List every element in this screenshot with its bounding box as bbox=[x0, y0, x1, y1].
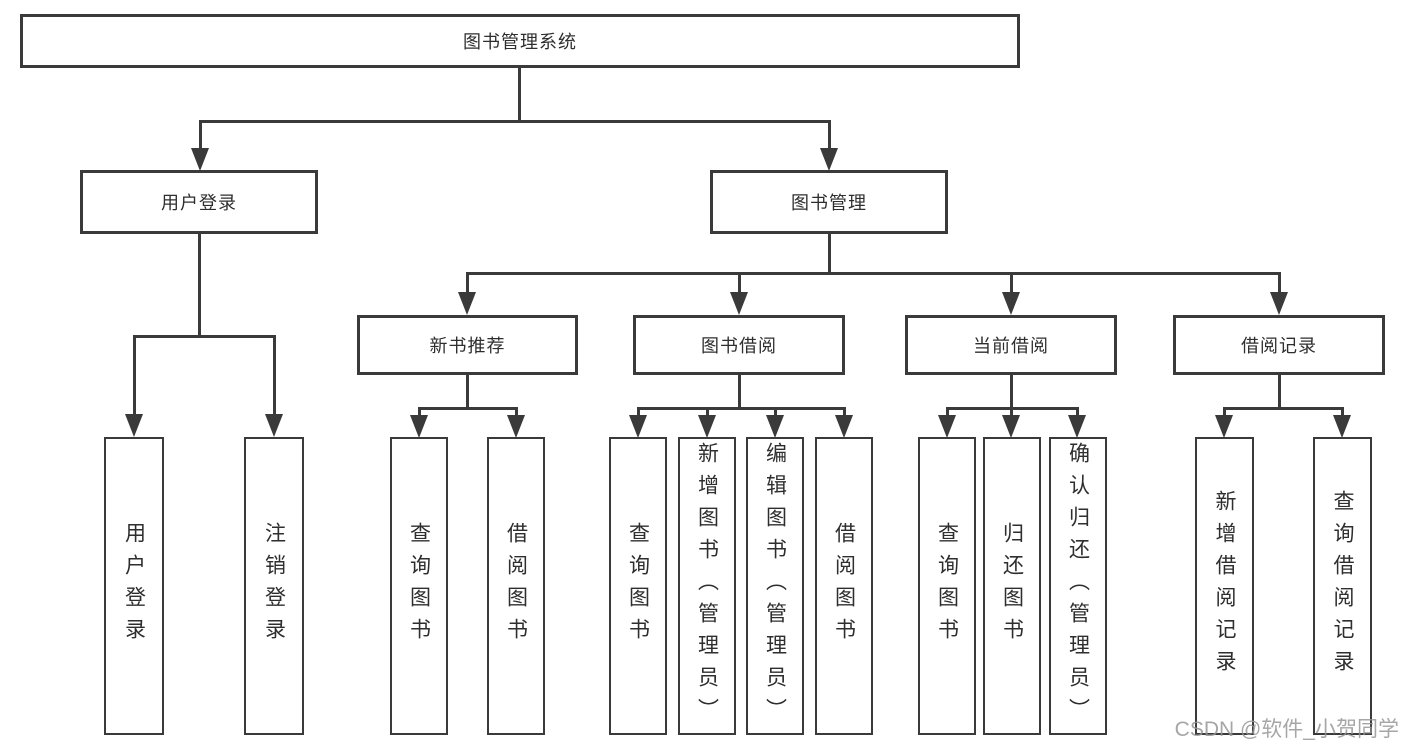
connector-line bbox=[133, 335, 136, 416]
leaf-borrow-books: 借阅图书 bbox=[815, 437, 873, 735]
leaf-query-books-current: 查询图书 bbox=[918, 437, 976, 735]
leaf-logout: 注销登录 bbox=[244, 437, 304, 735]
node-label: 图书借阅 bbox=[701, 336, 777, 356]
csdn-watermark: CSDN @软件_小贺同学 bbox=[1174, 718, 1399, 741]
node-user-login: 用户登录 bbox=[80, 170, 318, 234]
connector-line bbox=[518, 67, 521, 120]
leaf-confirm-return-admin: 确认归还（管理员） bbox=[1049, 437, 1107, 735]
connector-line bbox=[1010, 407, 1013, 417]
connector-line bbox=[1010, 272, 1013, 294]
leaf-borrow-books-recommend: 借阅图书 bbox=[487, 437, 545, 735]
connector-line bbox=[515, 407, 518, 417]
node-borrowing-records: 借阅记录 bbox=[1173, 315, 1385, 375]
leaf-return-books: 归还图书 bbox=[983, 437, 1041, 735]
arrow-down-icon bbox=[820, 148, 838, 171]
leaf-add-books-admin: 新增图书（管理员） bbox=[678, 437, 736, 735]
leaf-label: 编辑图书（管理员） bbox=[763, 442, 787, 730]
node-current-borrowing: 当前借阅 bbox=[905, 315, 1117, 375]
connector-line bbox=[199, 120, 202, 150]
arrow-down-icon bbox=[410, 415, 428, 438]
leaf-query-borrow-record: 查询借阅记录 bbox=[1313, 437, 1372, 735]
connector-line bbox=[828, 120, 831, 150]
connector-line bbox=[466, 272, 1280, 275]
connector-line bbox=[1341, 407, 1344, 417]
connector-line bbox=[1010, 374, 1013, 407]
arrow-down-icon bbox=[265, 414, 283, 437]
node-book-borrowing: 图书借阅 bbox=[633, 315, 845, 375]
leaf-label: 归还图书 bbox=[1000, 522, 1024, 650]
arrow-down-icon bbox=[835, 415, 853, 438]
connector-line bbox=[1076, 407, 1079, 417]
arrow-down-icon bbox=[1270, 292, 1288, 315]
arrow-down-icon bbox=[1002, 415, 1020, 438]
connector-line bbox=[828, 233, 831, 272]
leaf-label: 借阅图书 bbox=[504, 522, 528, 650]
connector-line bbox=[706, 407, 709, 417]
leaf-label: 注销登录 bbox=[262, 522, 286, 650]
node-book-management: 图书管理 bbox=[710, 170, 948, 234]
connector-line bbox=[198, 233, 201, 335]
connector-line bbox=[418, 407, 421, 417]
connector-line bbox=[946, 407, 949, 417]
arrow-down-icon bbox=[766, 415, 784, 438]
arrow-down-icon bbox=[1068, 415, 1086, 438]
connector-line bbox=[774, 407, 777, 417]
arrow-down-icon bbox=[507, 415, 525, 438]
connector-line bbox=[738, 374, 741, 407]
leaf-label: 新增图书（管理员） bbox=[695, 442, 719, 730]
node-label: 图书管理 bbox=[791, 193, 867, 213]
arrow-down-icon bbox=[938, 415, 956, 438]
arrow-down-icon bbox=[1002, 292, 1020, 315]
connector-line bbox=[1278, 272, 1281, 294]
node-root-system: 图书管理系统 bbox=[20, 14, 1020, 68]
arrow-down-icon bbox=[629, 415, 647, 438]
leaf-label: 确认归还（管理员） bbox=[1066, 442, 1090, 730]
connector-line bbox=[199, 120, 831, 123]
connector-line bbox=[133, 335, 276, 338]
arrow-down-icon bbox=[458, 292, 476, 315]
connector-line bbox=[1278, 374, 1281, 407]
leaf-label: 查询借阅记录 bbox=[1331, 490, 1354, 682]
leaf-edit-books-admin: 编辑图书（管理员） bbox=[746, 437, 804, 735]
connector-line bbox=[637, 407, 845, 410]
leaf-label: 查询图书 bbox=[407, 522, 431, 650]
connector-line bbox=[466, 374, 469, 407]
leaf-query-books-recommend: 查询图书 bbox=[390, 437, 448, 735]
leaf-add-borrow-record: 新增借阅记录 bbox=[1195, 437, 1254, 735]
leaf-label: 用户登录 bbox=[122, 522, 146, 650]
leaf-label: 新增借阅记录 bbox=[1213, 490, 1236, 682]
node-label: 当前借阅 bbox=[973, 336, 1049, 356]
node-label: 借阅记录 bbox=[1241, 336, 1317, 356]
connector-line bbox=[466, 272, 469, 294]
connector-line bbox=[273, 335, 276, 416]
node-label: 用户登录 bbox=[161, 193, 237, 213]
connector-line bbox=[637, 407, 640, 417]
arrow-down-icon bbox=[1215, 415, 1233, 438]
node-label: 新书推荐 bbox=[429, 336, 506, 356]
node-label: 图书管理系统 bbox=[463, 32, 577, 52]
arrow-down-icon bbox=[730, 292, 748, 315]
leaf-query-books-borrowing: 查询图书 bbox=[609, 437, 667, 735]
leaf-label: 借阅图书 bbox=[832, 522, 856, 650]
leaf-user-login: 用户登录 bbox=[104, 437, 164, 735]
arrow-down-icon bbox=[1333, 415, 1351, 438]
leaf-label: 查询图书 bbox=[626, 522, 650, 650]
node-new-book-recommend: 新书推荐 bbox=[357, 315, 578, 375]
arrow-down-icon bbox=[125, 414, 143, 437]
connector-line bbox=[1223, 407, 1226, 417]
arrow-down-icon bbox=[698, 415, 716, 438]
connector-line bbox=[738, 272, 741, 294]
leaf-label: 查询图书 bbox=[935, 522, 959, 650]
connector-line bbox=[1223, 407, 1344, 410]
arrow-down-icon bbox=[191, 148, 209, 171]
connector-line bbox=[843, 407, 846, 417]
connector-line bbox=[418, 407, 518, 410]
